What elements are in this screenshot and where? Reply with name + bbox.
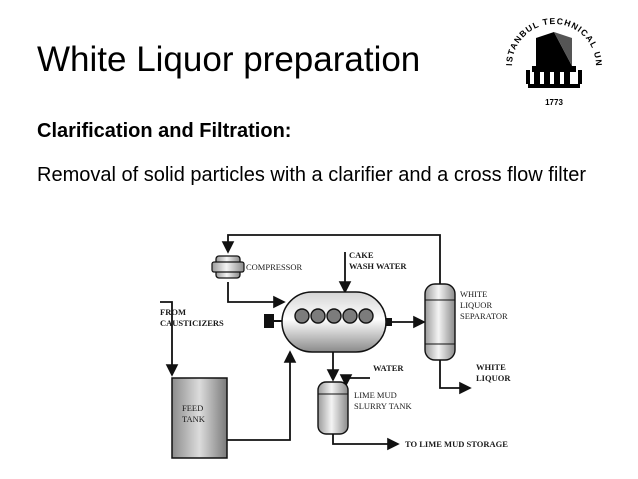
label-wash-water: WASH WATER: [349, 261, 407, 271]
label-white-liquor-out-liquor: LIQUOR: [476, 373, 511, 383]
seal-year: 1773: [545, 98, 563, 107]
label-cake: CAKE: [349, 250, 374, 260]
label-to-lime-mud-storage: TO LIME MUD STORAGE: [405, 439, 508, 449]
university-seal-icon: ISTANBUL TECHNICAL UNIVERSITY 1773: [498, 8, 603, 107]
label-lime-mud: LIME MUD: [354, 390, 397, 400]
label-separator-liquor: LIQUOR: [460, 300, 492, 310]
label-slurry-tank: SLURRY TANK: [354, 401, 413, 411]
white-liquor-separator-vessel: [424, 283, 456, 361]
label-feed: FEED: [182, 403, 203, 413]
label-causticizers: CAUSTICIZERS: [160, 318, 224, 328]
seal-emblem: [526, 32, 582, 88]
label-compressor: COMPRESSOR: [246, 262, 303, 272]
label-separator-white: WHITE: [460, 289, 487, 299]
slide-title: White Liquor preparation: [37, 40, 421, 79]
cross-flow-filter-vessel: [264, 291, 392, 353]
label-water: WATER: [373, 363, 404, 373]
label-separator: SEPARATOR: [460, 311, 508, 321]
feed-tank: [171, 377, 228, 459]
label-white-liquor-out-white: WHITE: [476, 362, 506, 372]
compressor-unit: [211, 255, 245, 279]
label-tank: TANK: [182, 414, 206, 424]
pipe-lines: [160, 234, 472, 451]
lime-mud-slurry-tank: [317, 381, 349, 435]
label-from: FROM: [160, 307, 186, 317]
slide-subtitle: Clarification and Filtration:: [37, 120, 292, 142]
slide-body-text: Removal of solid particles with a clarif…: [37, 164, 587, 186]
